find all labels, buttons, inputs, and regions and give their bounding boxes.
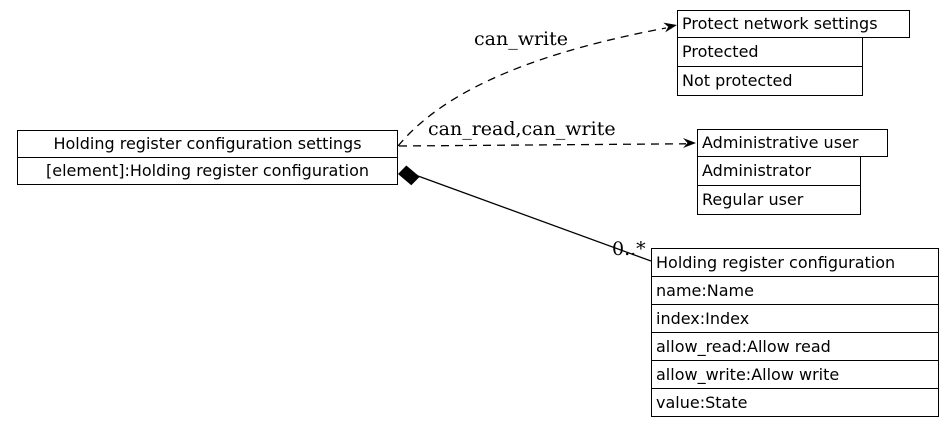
node-protect-network-settings: Protect network settings Protected Not p… <box>677 10 910 96</box>
record-field: Regular user <box>697 185 861 215</box>
node-title: Holding register configuration <box>651 248 939 277</box>
node-holding-register-configuration-settings: Holding register configuration settings … <box>17 130 398 185</box>
edge-composition-line <box>417 175 652 262</box>
node-administrative-user: Administrative user Administrator Regula… <box>697 129 888 215</box>
node-title: Holding register configuration settings <box>17 130 398 158</box>
edge-can-write-arrowhead-icon <box>663 22 677 33</box>
node-title: Protect network settings <box>677 10 910 38</box>
edge-can-read-can-write-line <box>398 143 687 147</box>
record-field: name:Name <box>651 276 939 305</box>
record-field: Protected <box>677 37 863 67</box>
edge-can-read-can-write-arrowhead-icon <box>683 138 696 148</box>
record-field: Not protected <box>677 66 863 96</box>
edge-label-multiplicity: 0..* <box>612 238 646 260</box>
node-title: Administrative user <box>697 129 888 157</box>
node-holding-register-configuration: Holding register configuration name:Name… <box>651 248 939 417</box>
record-field: allow_write:Allow write <box>651 360 939 389</box>
record-field: value:State <box>651 388 939 417</box>
composition-diamond-icon <box>398 165 420 186</box>
record-field: allow_read:Allow read <box>651 332 939 361</box>
record-field: Administrator <box>697 156 861 186</box>
edge-label-can-write: can_write <box>474 28 569 50</box>
record-field: [element]:Holding register configuration <box>17 157 398 185</box>
record-field: index:Index <box>651 304 939 333</box>
edge-label-can-read-can-write: can_read,can_write <box>428 118 616 140</box>
edge-can-write-line <box>397 27 667 147</box>
